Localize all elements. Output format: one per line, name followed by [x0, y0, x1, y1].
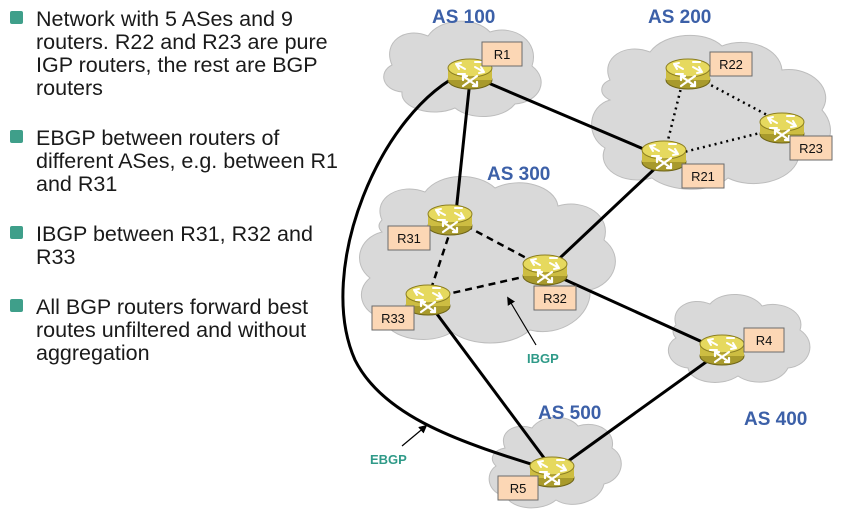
link-r1-r21 — [471, 74, 661, 158]
link-r33-r5 — [426, 301, 555, 471]
router-r4: R4 — [698, 327, 785, 367]
link-r32-r4 — [547, 270, 721, 352]
router-r22: R22 — [664, 51, 753, 91]
router-label: R5 — [510, 481, 527, 496]
ibgp-label: IBGP — [527, 351, 559, 366]
bullet-square-icon — [10, 226, 23, 239]
router-icon — [521, 253, 569, 287]
bullet-text: Network with 5 ASes and 9 routers. R22 a… — [36, 7, 328, 100]
bullet-square-icon — [10, 11, 23, 24]
router-icon — [698, 333, 746, 367]
as-label-500: AS 500 — [538, 403, 601, 424]
bullet-item: Network with 5 ASes and 9 routers. R22 a… — [10, 8, 340, 100]
router-label: R1 — [494, 47, 511, 62]
router-r21: R21 — [640, 139, 725, 189]
router-r33: R33 — [371, 283, 452, 331]
ebgp-arrow — [401, 424, 428, 447]
router-label: R23 — [799, 141, 823, 156]
bullet-list: Network with 5 ASes and 9 routers. R22 a… — [10, 8, 340, 392]
router-label: R4 — [756, 333, 773, 348]
router-icon — [426, 203, 474, 237]
bullet-square-icon — [10, 299, 23, 312]
link-r1-r5 — [341, 70, 551, 472]
router-icon — [640, 139, 688, 173]
router-label: R33 — [381, 311, 405, 326]
bullet-item: IBGP between R31, R32 and R33 — [10, 223, 340, 269]
as-label-200: AS 200 — [648, 7, 711, 28]
router-r32: R32 — [521, 253, 577, 311]
as-label-400: AS 400 — [744, 409, 807, 430]
link-r4-r5 — [552, 350, 721, 474]
router-r1: R1 — [446, 41, 523, 91]
router-icon — [664, 57, 712, 91]
bullet-text: EBGP between routers of different ASes, … — [36, 126, 338, 196]
router-r31: R31 — [387, 203, 474, 251]
router-label: R22 — [719, 57, 743, 72]
router-label: R21 — [691, 169, 715, 184]
link-r21-r32 — [543, 158, 666, 274]
as-label-300: AS 300 — [487, 164, 550, 185]
as-label-100: AS 100 — [432, 7, 495, 28]
ibgp-arrow — [507, 296, 537, 346]
bullet-text: All BGP routers forward best routes unfi… — [36, 295, 309, 365]
bullet-text: IBGP between R31, R32 and R33 — [36, 222, 313, 269]
router-r23: R23 — [758, 111, 833, 161]
bullet-item: EBGP between routers of different ASes, … — [10, 127, 340, 196]
router-r5: R5 — [497, 455, 576, 501]
router-label: R31 — [397, 231, 421, 246]
router-label: R32 — [543, 291, 567, 306]
link-r1-r31 — [453, 79, 472, 223]
bullet-item: All BGP routers forward best routes unfi… — [10, 296, 340, 365]
ebgp-label: EBGP — [370, 452, 407, 467]
bullet-square-icon — [10, 130, 23, 143]
